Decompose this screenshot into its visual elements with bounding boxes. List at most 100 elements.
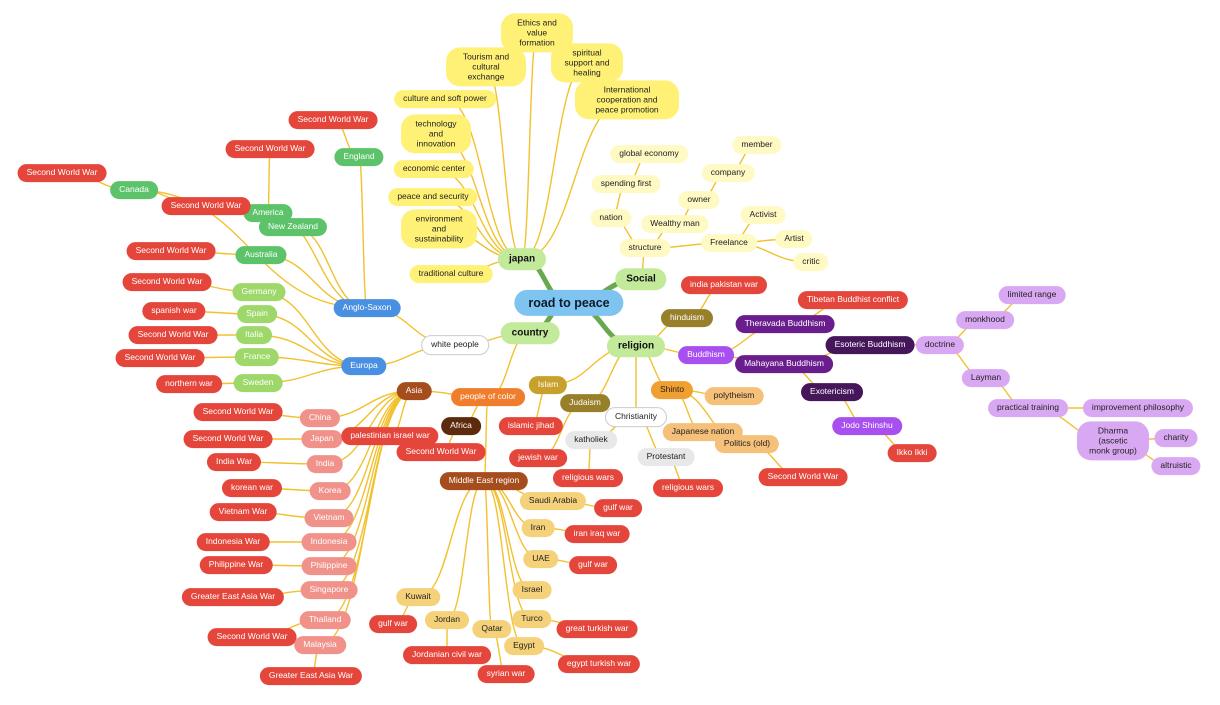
topic-node-religious-wars[interactable]: religious wars — [653, 479, 723, 497]
topic-node-saudi-arabia[interactable]: Saudi Arabia — [519, 492, 587, 510]
topic-node-islamic-jihad[interactable]: islamic jihad — [498, 417, 564, 435]
topic-node-gulf-war[interactable]: gulf war — [569, 556, 617, 574]
topic-node-ikko-ikki[interactable]: Ikko Ikki — [887, 444, 937, 462]
topic-node-malaysia[interactable]: Malaysia — [294, 636, 346, 654]
topic-node-india-pakistan-war[interactable]: india pakistan war — [680, 276, 768, 294]
topic-node-egypt[interactable]: Egypt — [504, 637, 544, 655]
topic-node-wealthy-man[interactable]: Wealthy man — [641, 215, 709, 233]
topic-node-africa[interactable]: Africa — [441, 417, 481, 435]
topic-node-theravada-buddhism[interactable]: Theravada Buddhism — [735, 315, 835, 333]
topic-node-islam[interactable]: Islam — [528, 376, 568, 394]
topic-node-egypt-turkish-war[interactable]: egypt turkish war — [557, 655, 641, 673]
topic-node-gulf-war[interactable]: gulf war — [369, 615, 417, 633]
topic-node-social[interactable]: Social — [615, 268, 667, 290]
topic-node-second-world-war[interactable]: Second World War — [161, 197, 251, 215]
topic-node-buddhism[interactable]: Buddhism — [678, 346, 734, 364]
topic-node-shinto[interactable]: Shinto — [650, 381, 694, 399]
topic-node-freelance[interactable]: Freelance — [701, 234, 757, 252]
topic-node-italia[interactable]: Italia — [236, 326, 272, 344]
topic-node-korea[interactable]: Korea — [309, 482, 351, 500]
topic-node-germany[interactable]: Germany — [232, 283, 286, 301]
topic-node-member[interactable]: member — [732, 136, 782, 154]
topic-node-korean-war[interactable]: korean war — [221, 479, 283, 497]
topic-node-second-world-war[interactable]: Second World War — [115, 349, 205, 367]
topic-node-anglo-saxon[interactable]: Anglo-Saxon — [333, 299, 401, 317]
topic-node-doctrine[interactable]: doctrine — [915, 336, 965, 354]
topic-node-new-zealand[interactable]: New Zealand — [258, 218, 328, 236]
topic-node-palestinian-israel-war[interactable]: palestinian israel war — [341, 427, 439, 445]
topic-node-qatar[interactable]: Qatar — [472, 620, 512, 638]
topic-node-second-world-war[interactable]: Second World War — [207, 628, 297, 646]
topic-node-people-of-color[interactable]: people of color — [451, 388, 525, 406]
topic-node-sweden[interactable]: Sweden — [233, 374, 283, 392]
topic-node-middle-east-region[interactable]: Middle East region — [439, 472, 529, 490]
topic-node-china[interactable]: China — [299, 409, 341, 427]
topic-node-hinduism[interactable]: hinduism — [660, 309, 714, 327]
topic-node-environment-and-sustainability[interactable]: environment and sustainability — [401, 209, 477, 249]
topic-node-philippine-war[interactable]: Philippine War — [199, 556, 273, 574]
topic-node-america[interactable]: America — [243, 204, 293, 222]
topic-node-france[interactable]: France — [234, 348, 280, 366]
topic-node-white-people[interactable]: white people — [421, 335, 489, 355]
topic-node-gulf-war[interactable]: gulf war — [594, 499, 642, 517]
topic-node-india-war[interactable]: India War — [206, 453, 262, 471]
topic-node-spending-first[interactable]: spending first — [591, 175, 661, 193]
topic-node-activist[interactable]: Activist — [740, 206, 786, 224]
topic-node-dharma-ascetic-monk-group[interactable]: Dharma (ascetic monk group) — [1077, 421, 1149, 461]
topic-node-culture-and-soft-power[interactable]: culture and soft power — [394, 90, 496, 108]
topic-node-global-economy[interactable]: global economy — [610, 145, 688, 163]
topic-node-international-cooperation-and-peace-promotion[interactable]: International cooperation and peace prom… — [575, 80, 679, 120]
topic-node-second-world-war[interactable]: Second World War — [758, 468, 848, 486]
topic-node-greater-east-asia-war[interactable]: Greater East Asia War — [181, 588, 285, 606]
topic-node-economic-center[interactable]: economic center — [393, 160, 475, 178]
topic-node-protestant[interactable]: Protestant — [637, 448, 695, 466]
topic-node-critic[interactable]: critic — [793, 253, 829, 271]
topic-node-politics-old[interactable]: Politics (old) — [714, 435, 780, 453]
topic-node-structure[interactable]: structure — [619, 239, 671, 257]
topic-node-exotericism[interactable]: Exotericism — [801, 383, 863, 401]
topic-node-esoteric-buddhism[interactable]: Esoteric Buddhism — [825, 336, 915, 354]
topic-node-nation[interactable]: nation — [590, 209, 632, 227]
topic-node-artist[interactable]: Artist — [775, 230, 813, 248]
topic-node-second-world-war[interactable]: Second World War — [17, 164, 107, 182]
topic-node-tibetan-buddhist-conflict[interactable]: Tibetan Buddhist conflict — [797, 291, 909, 309]
topic-node-vietnam-war[interactable]: Vietnam War — [209, 503, 277, 521]
topic-node-limited-range[interactable]: limited range — [998, 286, 1066, 304]
topic-node-second-world-war[interactable]: Second World War — [128, 326, 218, 344]
topic-node-practical-training[interactable]: practical training — [988, 399, 1068, 417]
topic-node-peace-and-security[interactable]: peace and security — [388, 188, 478, 206]
topic-node-tourism-and-cultural-exchange[interactable]: Tourism and cultural exchange — [446, 47, 526, 87]
topic-node-iran[interactable]: Iran — [521, 519, 555, 537]
topic-node-spanish-war[interactable]: spanish war — [142, 302, 206, 320]
topic-node-second-world-war[interactable]: Second World War — [126, 242, 216, 260]
topic-node-second-world-war[interactable]: Second World War — [396, 443, 486, 461]
topic-node-traditional-culture[interactable]: traditional culture — [409, 265, 493, 283]
topic-node-canada[interactable]: Canada — [110, 181, 158, 199]
topic-node-second-world-war[interactable]: Second World War — [288, 111, 378, 129]
topic-node-second-world-war[interactable]: Second World War — [225, 140, 315, 158]
topic-node-katholiek[interactable]: katholiek — [565, 431, 617, 449]
topic-node-syrian-war[interactable]: syrian war — [477, 665, 535, 683]
topic-node-judaism[interactable]: Judaism — [560, 394, 610, 412]
topic-node-spain[interactable]: Spain — [237, 305, 277, 323]
topic-node-japan[interactable]: Japan — [301, 430, 343, 448]
topic-node-company[interactable]: company — [701, 164, 755, 182]
topic-node-second-world-war[interactable]: Second World War — [122, 273, 212, 291]
topic-node-israel[interactable]: Israel — [512, 581, 552, 599]
topic-node-philippine[interactable]: Philippine — [301, 557, 357, 575]
topic-node-technology-and-innovation[interactable]: technology and innovation — [401, 114, 471, 154]
topic-node-country[interactable]: country — [500, 322, 560, 344]
topic-node-second-world-war[interactable]: Second World War — [193, 403, 283, 421]
topic-node-jordan[interactable]: Jordan — [425, 611, 469, 629]
topic-node-jewish-war[interactable]: jewish war — [509, 449, 567, 467]
topic-node-vietnam[interactable]: Vietnam — [304, 509, 354, 527]
topic-node-great-turkish-war[interactable]: great turkish war — [556, 620, 638, 638]
topic-node-indonesia[interactable]: Indonesia — [301, 533, 357, 551]
topic-node-kuwait[interactable]: Kuwait — [396, 588, 440, 606]
topic-node-spiritual-support-and-healing[interactable]: spiritual support and healing — [551, 43, 623, 83]
topic-node-england[interactable]: England — [334, 148, 384, 166]
topic-node-iran-iraq-war[interactable]: iran iraq war — [564, 525, 630, 543]
topic-node-second-world-war[interactable]: Second World War — [183, 430, 273, 448]
topic-node-improvement-philosophy[interactable]: improvement philosophy — [1082, 399, 1194, 417]
topic-node-jodo-shinshu[interactable]: Jodo Shinshu — [832, 417, 902, 435]
